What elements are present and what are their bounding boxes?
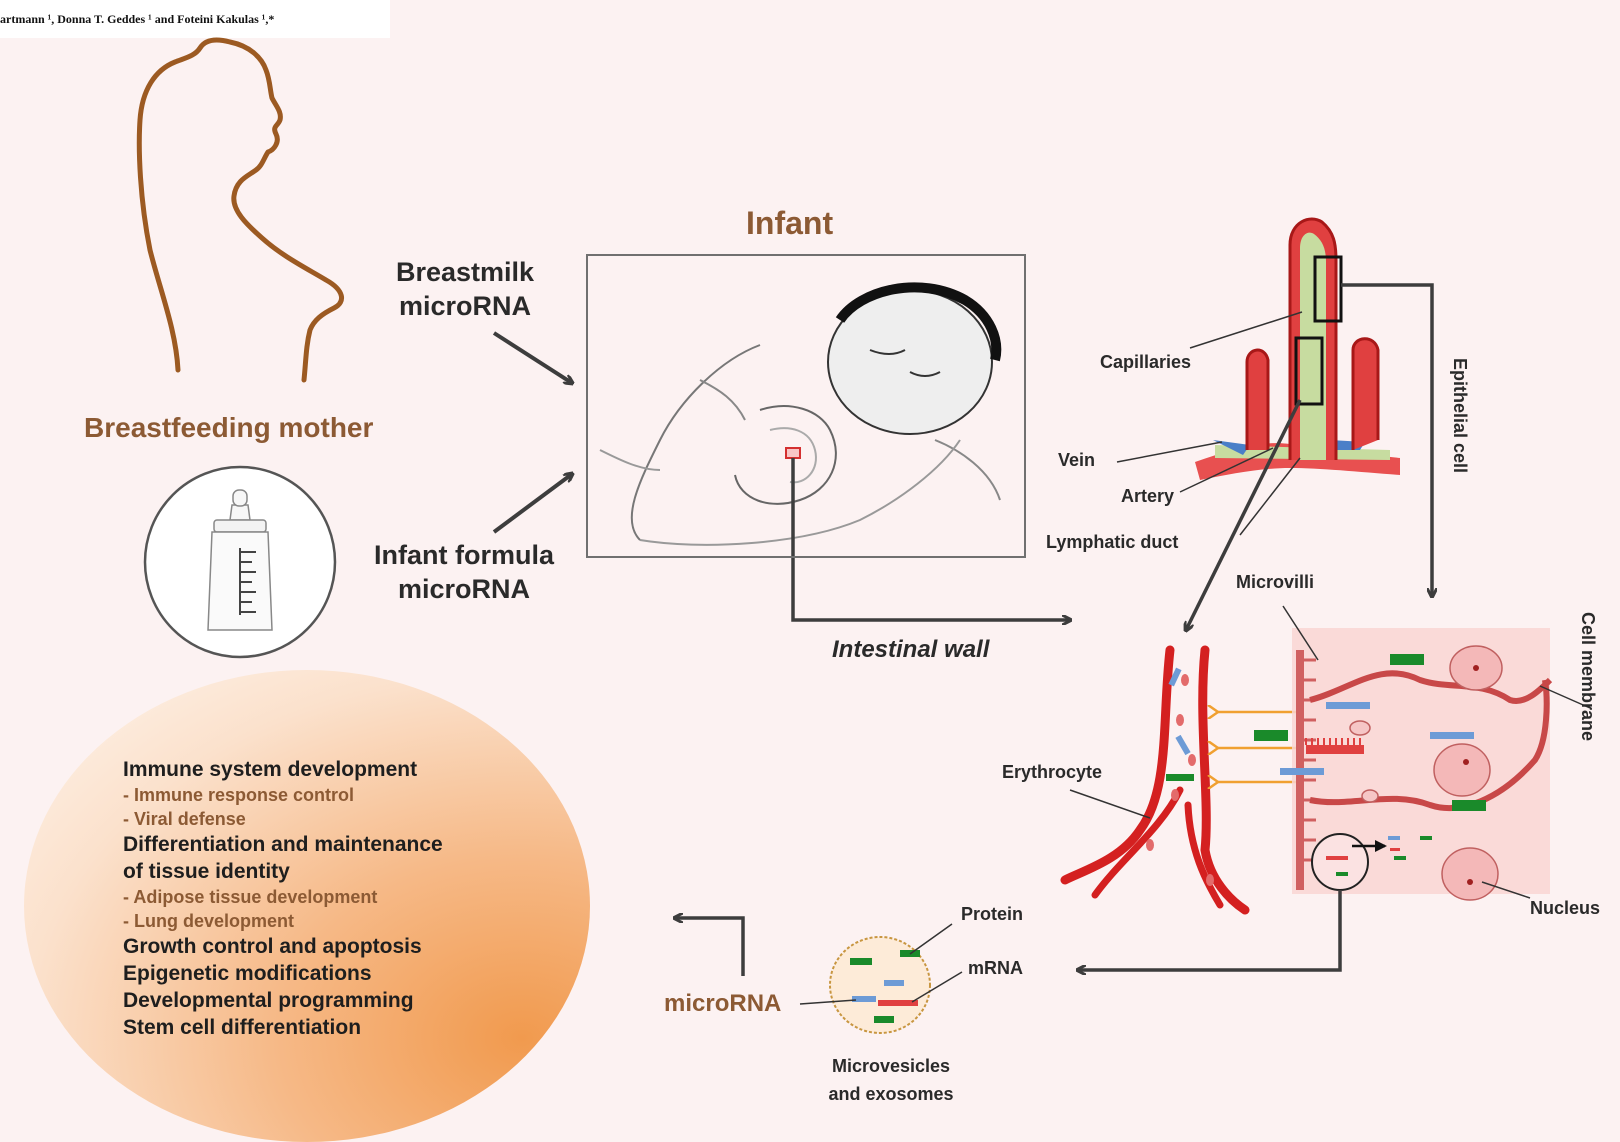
- function-item: Developmental programming: [123, 987, 543, 1014]
- function-subitem: - Viral defense: [123, 807, 543, 831]
- mother-label: Breastfeeding mother: [84, 412, 373, 444]
- erythrocyte-label: Erythrocyte: [1002, 762, 1102, 783]
- function-item: Epigenetic modifications: [123, 960, 543, 987]
- arrow-microrna-to-functions: [675, 918, 743, 976]
- nucleus-label: Nucleus: [1530, 898, 1600, 919]
- function-list: Immune system development - Immune respo…: [123, 756, 543, 1041]
- function-subitem: - Lung development: [123, 909, 543, 933]
- vesicle-label-line2: and exosomes: [806, 1080, 976, 1108]
- cell-membrane-label: Cell membrane: [1577, 612, 1598, 741]
- microrna-label: microRNA: [664, 990, 781, 1018]
- function-item: of tissue identity: [123, 858, 543, 885]
- arrow-breastmilk-to-infant: [494, 333, 572, 383]
- leader-protein: [910, 924, 952, 954]
- function-item: Differentiation and maintenance: [123, 831, 543, 858]
- baby-bottle-icon: [145, 467, 335, 657]
- formula-label-line1: Infant formula: [352, 538, 576, 572]
- arrow-cell-to-vesicle: [1078, 890, 1340, 970]
- capillaries-label: Capillaries: [1100, 352, 1191, 373]
- epithelial-cell-label: Epithelial cell: [1449, 358, 1470, 473]
- function-subitem: - Adipose tissue development: [123, 885, 543, 909]
- formula-label: Infant formula microRNA: [352, 538, 576, 606]
- vesicle-label: Microvesicles and exosomes: [806, 1052, 976, 1108]
- vesicle-illustration: [830, 937, 930, 1033]
- breastmilk-label-line1: Breastmilk: [370, 255, 560, 289]
- microvilli-label: Microvilli: [1236, 572, 1314, 593]
- infant-frame: [586, 254, 1026, 558]
- vein-label: Vein: [1058, 450, 1095, 471]
- lymphatic-duct-label: Lymphatic duct: [1046, 532, 1178, 553]
- mrna-label: mRNA: [968, 958, 1023, 979]
- function-item: Immune system development: [123, 756, 543, 783]
- arrow-villus-to-vessel: [1186, 400, 1300, 630]
- arrow-formula-to-infant: [494, 474, 572, 532]
- epithelial-cell-block: [1254, 628, 1550, 900]
- formula-label-line2: microRNA: [352, 572, 576, 606]
- leader-erythrocyte: [1070, 790, 1150, 818]
- villus-illustration: [1195, 219, 1400, 480]
- infant-title: Infant: [746, 205, 833, 242]
- leader-capillaries: [1190, 312, 1302, 348]
- protein-label: Protein: [961, 904, 1023, 925]
- artery-label: Artery: [1121, 486, 1174, 507]
- function-item: Stem cell differentiation: [123, 1014, 543, 1041]
- breastmilk-label: Breastmilk microRNA: [370, 255, 560, 323]
- function-item: Growth control and apoptosis: [123, 933, 543, 960]
- vesicle-label-line1: Microvesicles: [806, 1052, 976, 1080]
- intestinal-wall-label: Intestinal wall: [832, 636, 989, 664]
- breastmilk-label-line2: microRNA: [370, 289, 560, 323]
- mother-silhouette: [139, 40, 341, 380]
- function-subitem: - Immune response control: [123, 783, 543, 807]
